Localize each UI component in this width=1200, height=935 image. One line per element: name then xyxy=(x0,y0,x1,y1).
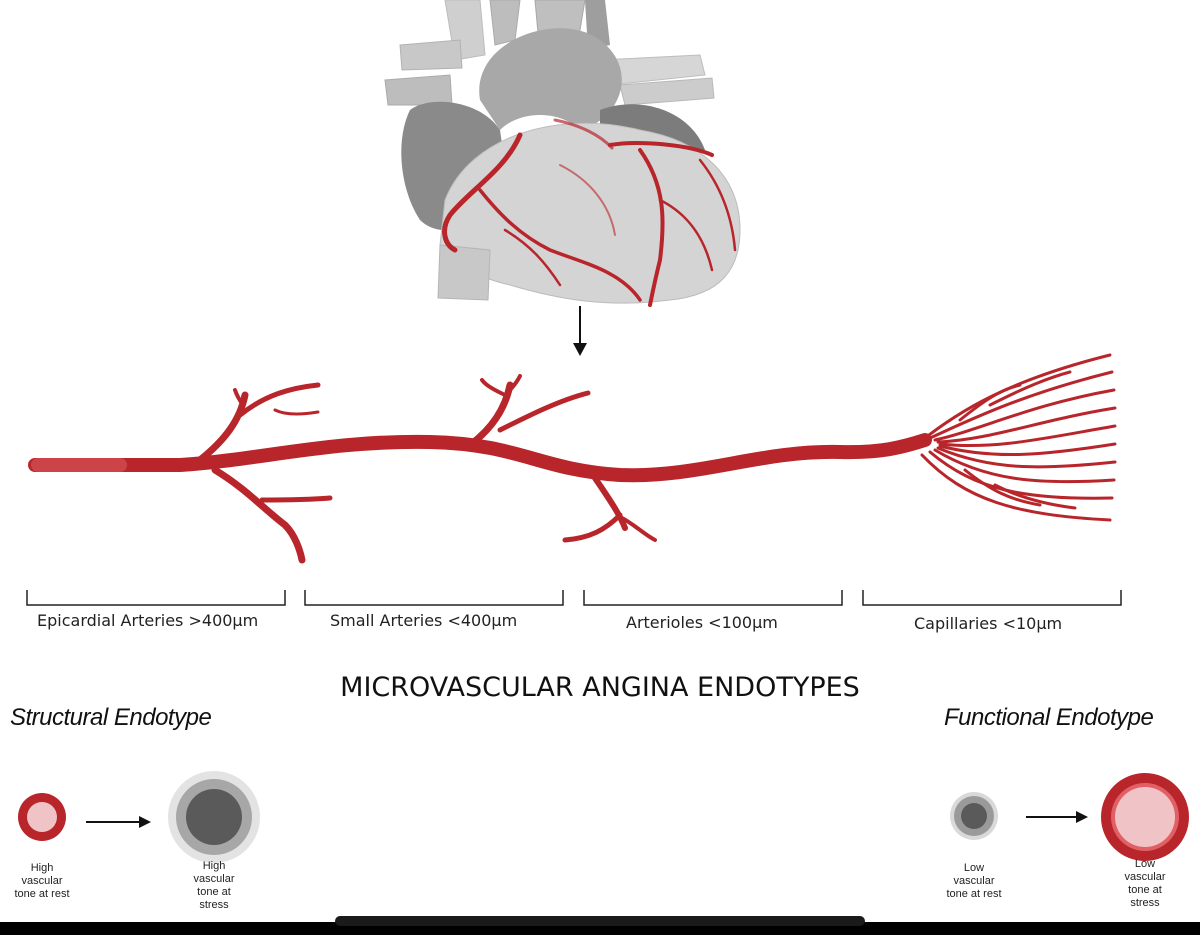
structural-rest-vessel xyxy=(18,793,66,841)
functional-arrow-icon xyxy=(1026,811,1088,823)
structural-stress-caption: High vascular tone at stress xyxy=(193,860,235,911)
segment-label-arterioles: Arterioles <100μm xyxy=(626,613,778,632)
figure-title: MICROVASCULAR ANGINA ENDOTYPES xyxy=(340,672,860,703)
heart-illustration xyxy=(384,0,741,307)
structural-endotype-title: Structural Endotype xyxy=(10,704,212,731)
down-arrow-icon xyxy=(573,306,587,356)
segment-label-small-arteries: Small Arteries <400μm xyxy=(330,611,518,630)
functional-stress-vessel xyxy=(1101,773,1189,861)
bottom-bar xyxy=(0,922,1200,935)
segment-label-capillaries: Capillaries <10μm xyxy=(914,614,1063,633)
segment-brackets xyxy=(26,590,1122,606)
structural-stress-vessel xyxy=(168,771,260,863)
structural-arrow-icon xyxy=(86,816,151,828)
functional-endotype-title: Functional Endotype xyxy=(944,704,1154,731)
functional-rest-vessel xyxy=(950,792,998,840)
segment-label-epicardial: Epicardial Arteries >400μm xyxy=(37,611,259,630)
home-indicator[interactable] xyxy=(335,916,865,926)
functional-stress-caption: Low vascular tone at stress xyxy=(1124,858,1166,909)
vessel-tree xyxy=(28,353,1117,564)
structural-rest-caption: High vascular tone at rest xyxy=(14,862,70,900)
functional-rest-caption: Low vascular tone at rest xyxy=(946,862,1002,900)
